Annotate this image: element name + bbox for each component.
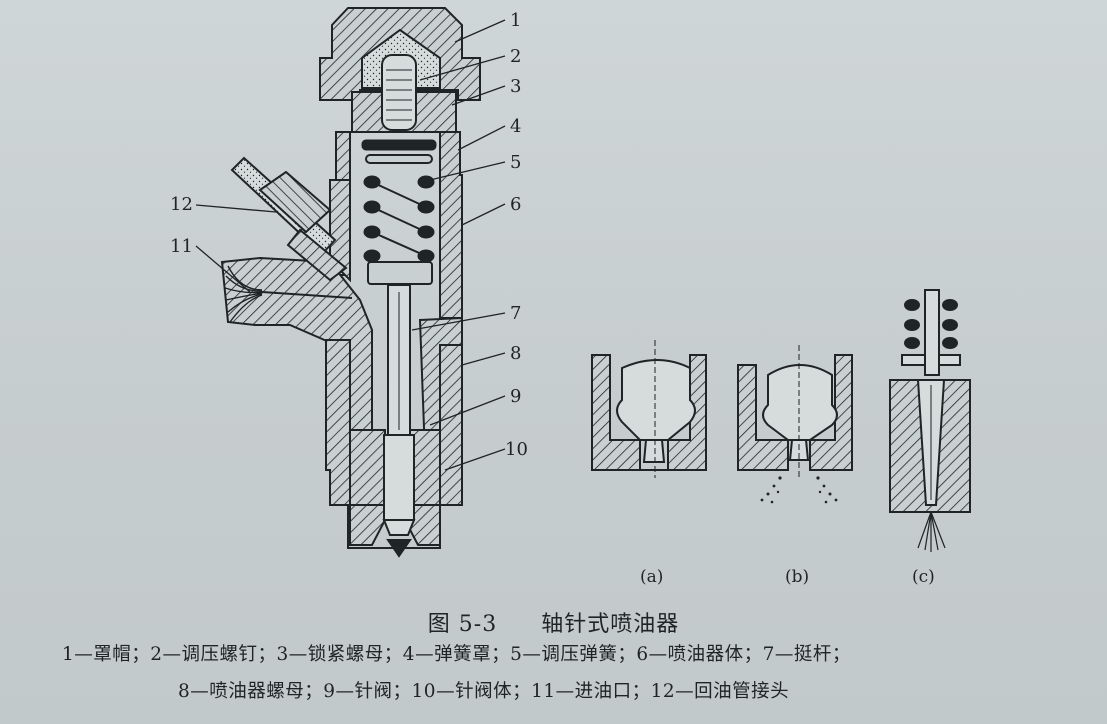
pressure-spring: [361, 139, 437, 285]
adjusting-screw: [381, 54, 417, 131]
detail-c: [889, 289, 971, 552]
detail-b: [737, 345, 853, 504]
push-rod: [382, 284, 416, 558]
figure-number: 图 5-3: [427, 612, 498, 637]
leader-lines: [195, 19, 506, 471]
callout-1: 1: [510, 10, 521, 31]
callout-9: 9: [510, 386, 521, 407]
callout-5: 5: [510, 152, 521, 173]
figure-title: 轴针式喷油器: [541, 612, 680, 637]
callout-7: 7: [510, 303, 521, 324]
oil-inlet: [224, 265, 353, 323]
callout-4: 4: [510, 116, 521, 137]
callout-12: 12: [170, 194, 193, 215]
detail-a: [591, 340, 707, 478]
sub-label-a: (a): [640, 567, 663, 587]
injector-cross-section: [220, 7, 481, 549]
sub-label-c: (c): [912, 567, 935, 587]
callout-labels: 1 2 3 4 5 6 7 8 9 10 11 12: [170, 10, 528, 460]
legend-line-2: 8—喷油器螺母；9—针阀；10—针阀体；11—进油口；12—回油管接头: [178, 681, 790, 702]
sub-label-b: (b): [785, 567, 809, 587]
callout-6: 6: [510, 194, 521, 215]
callout-8: 8: [510, 343, 521, 364]
callout-10: 10: [505, 439, 528, 460]
figure-caption: 图 5-3 轴针式喷油器: [0, 606, 1107, 638]
legend-line-1: 1—罩帽；2—调压螺钉；3—锁紧螺母；4—弹簧罩；5—调压弹簧；6—喷油器体；7…: [62, 644, 851, 665]
callout-11: 11: [170, 236, 193, 257]
callout-2: 2: [510, 46, 521, 67]
return-pipe-connector: [230, 156, 348, 282]
callout-3: 3: [510, 76, 521, 97]
